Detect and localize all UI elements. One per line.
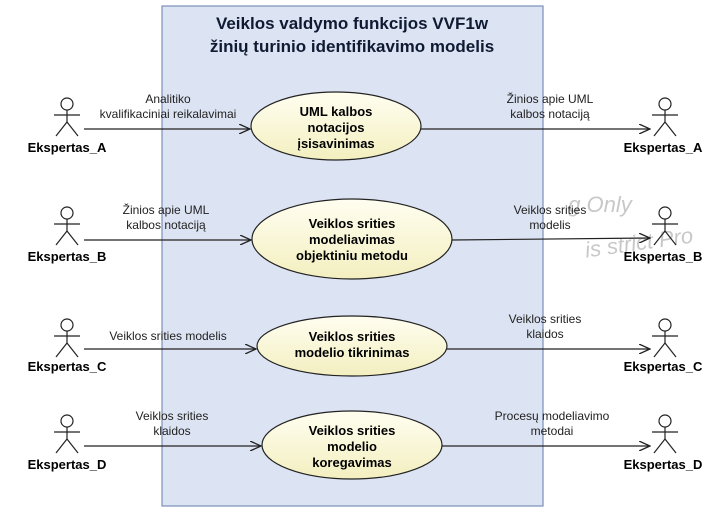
- actor-label: Ekspertas_C: [624, 359, 703, 374]
- diagram-title-line1: Veiklos valdymo funkcijos VVF1w: [216, 14, 489, 33]
- usecase-ellipse: [261, 410, 443, 480]
- flow-label-out-a: Žinios apie UML: [507, 91, 594, 106]
- flow-arrow-out-b: [451, 238, 650, 240]
- flow-label-out-b: modelis: [529, 218, 570, 232]
- flow-label-in-b: Žinios apie UML: [123, 202, 210, 217]
- stick-figure-icon: [54, 97, 80, 137]
- usecase-modelio-koregavimas[interactable]: Veiklos srities modelio koregavimas: [261, 410, 443, 480]
- actor-label: Ekspertas_A: [624, 140, 703, 155]
- usecase-label-line: Veiklos srities: [309, 216, 396, 231]
- flow-label-out-b: Veiklos srities: [514, 203, 587, 217]
- flow-label-out-d: metodai: [531, 424, 574, 438]
- stick-figure-icon: [652, 206, 678, 246]
- actor-label: Ekspertas_B: [624, 249, 703, 264]
- diagram-title-line2: žinių turinio identifikavimo modelis: [210, 37, 494, 56]
- stick-figure-icon: [652, 97, 678, 137]
- flow-label-out-c: klaidos: [526, 327, 563, 341]
- usecase-label-line: įsisavinimas: [297, 136, 374, 151]
- flow-label-in-a: Analitiko: [145, 92, 191, 106]
- usecase-label-line: Veiklos srities: [309, 329, 396, 344]
- watermark-line1: g Only: [568, 192, 634, 217]
- stick-figure-icon: [652, 414, 678, 454]
- usecase-label-line: modeliavimas: [309, 232, 395, 247]
- stick-figure-icon: [54, 414, 80, 454]
- usecase-label-line: objektiniu metodu: [296, 248, 408, 263]
- flow-label-out-c: Veiklos srities: [509, 312, 582, 326]
- actor-ekspertas-b-right[interactable]: Ekspertas_B: [624, 206, 703, 264]
- flow-label-in-d: Veiklos srities: [136, 409, 209, 423]
- actor-ekspertas-a-left[interactable]: Ekspertas_A: [28, 97, 107, 155]
- actor-ekspertas-b-left[interactable]: Ekspertas_B: [28, 206, 107, 264]
- flow-label-out-a: kalbos notaciją: [510, 107, 590, 121]
- stick-figure-icon: [652, 318, 678, 358]
- actor-ekspertas-c-left[interactable]: Ekspertas_C: [28, 318, 107, 374]
- usecase-label-line: notacijos: [307, 120, 364, 135]
- usecase-ellipse: [251, 198, 453, 280]
- usecase-uml-notacijos[interactable]: UML kalbos notacijos įsisavinimas: [250, 91, 422, 161]
- usecase-label-line: modelio: [327, 439, 377, 454]
- usecase-label-line: koregavimas: [312, 455, 392, 470]
- usecase-label-line: modelio tikrinimas: [295, 345, 410, 360]
- flow-label-in-a: kvalifikaciniai reikalavimai: [100, 107, 237, 121]
- actor-ekspertas-d-right[interactable]: Ekspertas_D: [624, 414, 703, 472]
- actor-ekspertas-d-left[interactable]: Ekspertas_D: [28, 414, 107, 472]
- actor-label: Ekspertas_B: [28, 249, 107, 264]
- stick-figure-icon: [54, 318, 80, 358]
- flow-label-out-d: Procesų modeliavimo: [495, 409, 610, 423]
- stick-figure-icon: [54, 206, 80, 246]
- flow-label-in-c: Veiklos srities modelis: [109, 329, 226, 343]
- usecase-ellipse: [250, 91, 422, 161]
- usecase-modelio-tikrinimas[interactable]: Veiklos srities modelio tikrinimas: [256, 315, 448, 377]
- actor-label: Ekspertas_A: [28, 140, 107, 155]
- actor-label: Ekspertas_D: [624, 457, 703, 472]
- flow-label-in-b: kalbos notaciją: [126, 218, 206, 232]
- usecase-label-line: Veiklos srities: [309, 423, 396, 438]
- actor-ekspertas-c-right[interactable]: Ekspertas_C: [624, 318, 703, 374]
- usecase-ellipse: [256, 315, 448, 377]
- usecase-label-line: UML kalbos: [300, 104, 373, 119]
- flow-label-in-d: klaidos: [153, 424, 190, 438]
- actor-ekspertas-a-right[interactable]: Ekspertas_A: [624, 97, 703, 155]
- actor-label: Ekspertas_D: [28, 457, 107, 472]
- actor-label: Ekspertas_C: [28, 359, 107, 374]
- usecase-modeliavimas-objektiniu[interactable]: Veiklos srities modeliavimas objektiniu …: [251, 198, 453, 280]
